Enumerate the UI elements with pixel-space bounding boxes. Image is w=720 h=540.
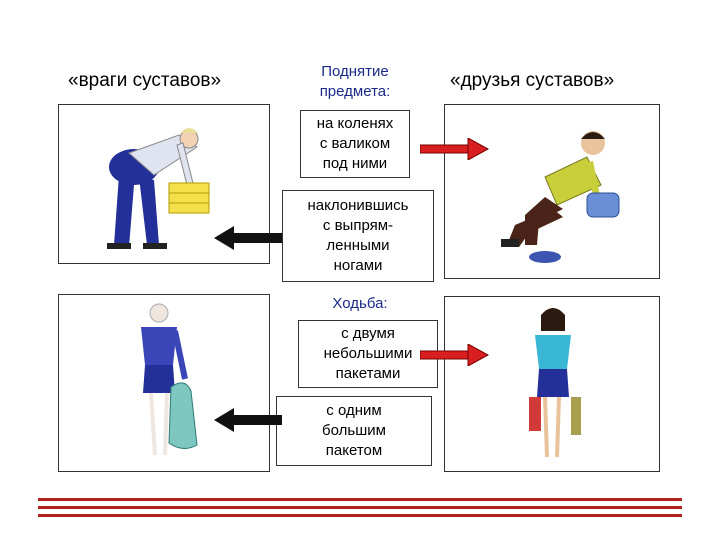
decorative-rule (38, 498, 682, 501)
lift-good-label: на коленях с валиком под ними (300, 110, 410, 178)
bad-walking-image (58, 294, 270, 472)
walking-section-title: Ходьба: (332, 295, 388, 312)
good-walking-image (444, 296, 660, 472)
kneeling-man-illustration (501, 131, 620, 263)
friends-heading: «друзья суставов» (450, 70, 615, 91)
enemies-heading: «враги суставов» (68, 70, 222, 91)
walk-bad-label: с одним большим пакетом (276, 396, 432, 466)
red-arrow-right-icon (420, 138, 490, 160)
black-arrow-left-icon (214, 226, 282, 250)
lift-bad-label: наклонившись с выпрям- ленными ногами (282, 190, 434, 282)
woman-one-bag-illustration (141, 303, 198, 456)
walk-good-label: с двумя небольшими пакетами (298, 320, 438, 388)
good-lifting-image (444, 104, 660, 279)
bending-man-illustration (107, 128, 210, 249)
bad-lifting-image (58, 104, 270, 264)
lifting-section-title: Поднятие предмета: (319, 63, 391, 100)
decorative-rule (38, 514, 682, 517)
red-arrow-right-icon (420, 344, 490, 366)
black-arrow-left-icon (214, 408, 282, 432)
decorative-rule (38, 506, 682, 509)
woman-two-bags-illustration (529, 308, 581, 458)
